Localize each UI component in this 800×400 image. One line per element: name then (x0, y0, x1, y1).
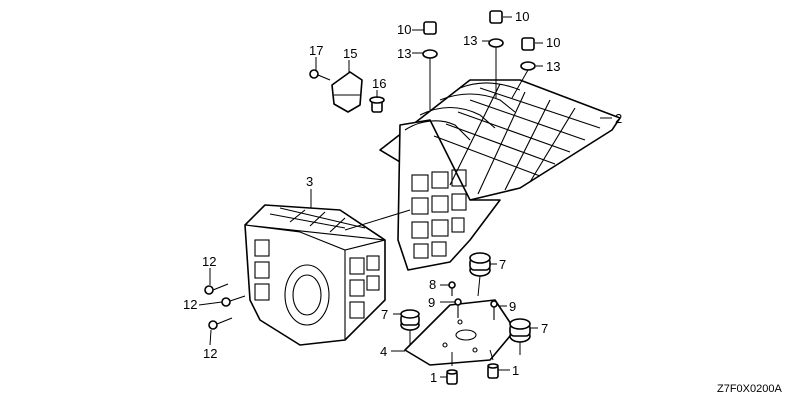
callout-12-a: 12 (202, 254, 216, 269)
part-12-bolt-a (204, 283, 229, 295)
part-4-base-plate (404, 299, 516, 366)
part-10-nut-b (489, 10, 503, 24)
part-8-screw (448, 281, 456, 296)
part-1-collar-b (487, 363, 499, 379)
callout-17: 17 (309, 43, 323, 58)
callout-13-b: 13 (463, 33, 477, 48)
callout-9-b: 9 (509, 299, 516, 314)
callout-12-c: 12 (203, 346, 217, 361)
part-7-mount-a (469, 252, 491, 277)
part-10-nut-c (521, 37, 535, 51)
callout-10-c: 10 (546, 35, 560, 50)
callout-3: 3 (306, 174, 313, 189)
callout-10-a: 10 (397, 22, 411, 37)
part-7-mount-c (509, 318, 531, 343)
part-9-bolt-b (490, 300, 498, 320)
callout-13-a: 13 (397, 46, 411, 61)
callout-16: 16 (372, 76, 386, 91)
part-16-grommet (369, 96, 385, 113)
part-13-washer-c (520, 61, 536, 71)
callout-9-a: 9 (428, 295, 435, 310)
part-15-clip (331, 71, 363, 113)
part-7-mount-b (400, 309, 420, 331)
callout-1-b: 1 (512, 363, 519, 378)
part-2-frame (379, 79, 621, 271)
callout-10-b: 10 (515, 9, 529, 24)
part-12-bolt-b (221, 295, 246, 307)
part-3-housing (244, 204, 386, 346)
callout-13-c: 13 (546, 59, 560, 74)
callout-7-c: 7 (541, 321, 548, 336)
callout-4: 4 (380, 344, 387, 359)
part-12-bolt-c (208, 317, 233, 330)
callout-8: 8 (429, 277, 436, 292)
part-10-nut-a (423, 21, 437, 35)
part-13-washer-a (422, 49, 438, 59)
leader-lines (198, 16, 612, 378)
callout-labels: 17 15 16 10 13 10 13 10 13 2 3 12 12 12 … (183, 9, 622, 385)
callout-7-a: 7 (499, 257, 506, 272)
part-13-washer-b (488, 38, 504, 48)
diagram-code: Z7F0X0200A (717, 383, 782, 395)
callout-12-b: 12 (183, 297, 197, 312)
callout-1-a: 1 (430, 370, 437, 385)
part-17-screw (309, 69, 331, 81)
callout-15: 15 (343, 46, 357, 61)
callout-2: 2 (615, 111, 622, 126)
assembly-guide-lines (344, 47, 529, 366)
part-1-collar-a (446, 369, 458, 385)
callout-7-b: 7 (381, 307, 388, 322)
